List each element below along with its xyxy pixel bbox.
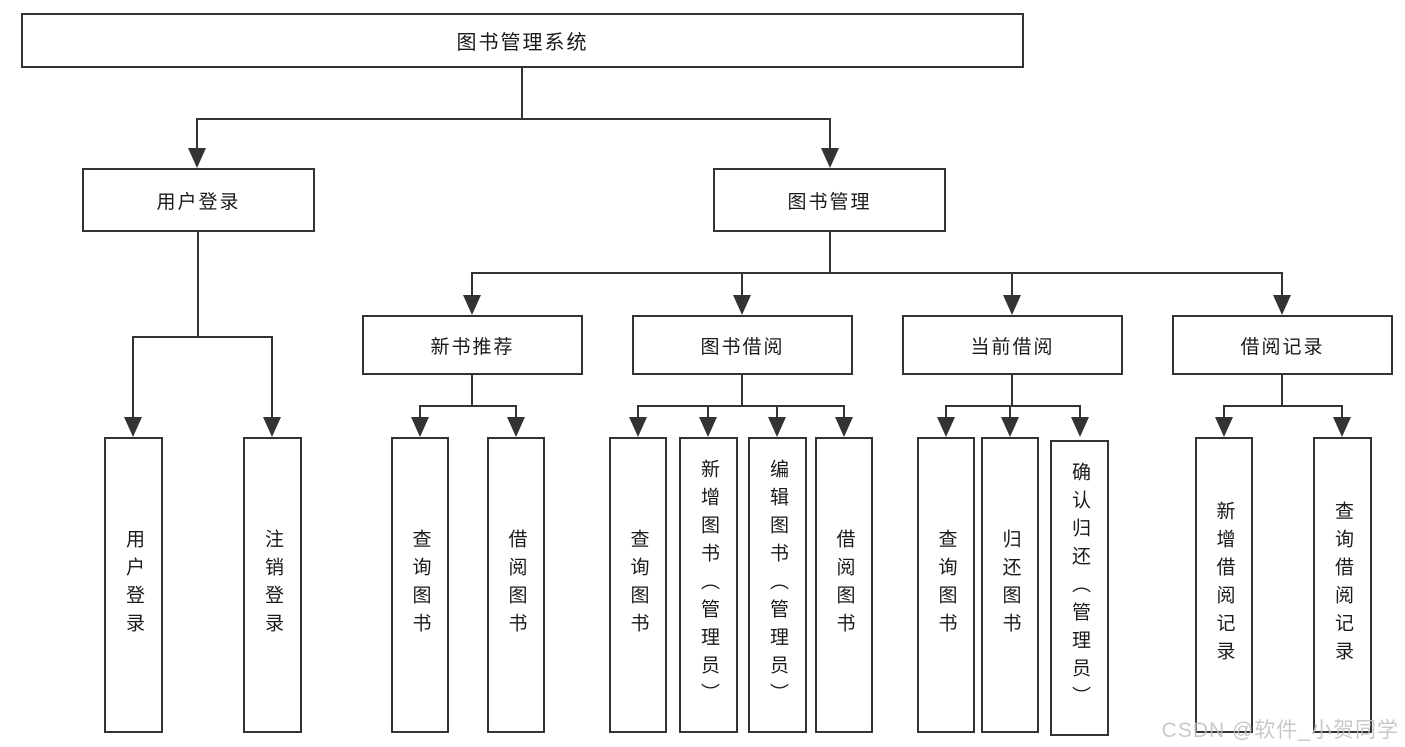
- connector-line: [419, 405, 421, 419]
- leaf-add-book-admin: 新增图书（管理员）: [679, 437, 738, 733]
- connector-line: [471, 272, 1283, 274]
- leaf-label: 编辑图书（管理员）: [767, 459, 788, 711]
- connector-line: [843, 405, 845, 419]
- connector-line: [1281, 375, 1283, 407]
- connector-line: [1281, 272, 1283, 298]
- leaf-query-borrow-record: 查询借阅记录: [1313, 437, 1372, 733]
- connector-line: [521, 68, 523, 119]
- arrow-down-icon: [124, 417, 142, 437]
- arrow-down-icon: [1273, 295, 1291, 315]
- connector-line: [741, 375, 743, 407]
- leaf-borrow-books-recommend: 借阅图书: [487, 437, 545, 733]
- watermark: CSDN @软件_小贺同学: [1161, 719, 1399, 742]
- leaf-label: 新增借阅记录: [1213, 501, 1235, 669]
- leaf-label: 归还图书: [999, 529, 1021, 641]
- arrow-down-icon: [188, 148, 206, 168]
- leaf-label: 新增图书（管理员）: [698, 459, 719, 711]
- arrow-down-icon: [835, 417, 853, 437]
- node-borrow-records: 借阅记录: [1172, 315, 1393, 375]
- leaf-user-login: 用户登录: [104, 437, 163, 733]
- connector-line: [1223, 405, 1225, 419]
- leaf-add-borrow-record: 新增借阅记录: [1195, 437, 1253, 733]
- connector-line: [196, 118, 198, 150]
- leaf-label: 确认归还（管理员）: [1069, 462, 1090, 714]
- leaf-query-books-current: 查询图书: [917, 437, 975, 733]
- leaf-edit-book-admin: 编辑图书（管理员）: [748, 437, 807, 733]
- connector-line: [776, 405, 778, 419]
- leaf-query-books-recommend: 查询图书: [391, 437, 449, 733]
- connector-line: [132, 336, 134, 419]
- node-new-book-recommend: 新书推荐: [362, 315, 583, 375]
- connector-line: [707, 405, 709, 419]
- leaf-query-books-borrow: 查询图书: [609, 437, 667, 733]
- arrow-down-icon: [768, 417, 786, 437]
- connector-line: [637, 405, 845, 407]
- arrow-down-icon: [1071, 417, 1089, 437]
- arrow-down-icon: [463, 295, 481, 315]
- connector-line: [1079, 405, 1081, 419]
- leaf-label: 查询借阅记录: [1332, 501, 1353, 669]
- arrow-down-icon: [1003, 295, 1021, 315]
- arrow-down-icon: [1215, 417, 1233, 437]
- connector-line: [1011, 375, 1013, 407]
- leaf-return-book: 归还图书: [981, 437, 1039, 733]
- leaf-label: 查询图书: [409, 529, 431, 641]
- arrow-down-icon: [1333, 417, 1351, 437]
- connector-line: [1341, 405, 1343, 419]
- arrow-down-icon: [937, 417, 955, 437]
- connector-line: [1011, 272, 1013, 298]
- leaf-label: 查询图书: [935, 529, 957, 641]
- node-current-borrow: 当前借阅: [902, 315, 1123, 375]
- connector-line: [829, 232, 831, 274]
- leaf-label: 查询图书: [627, 529, 649, 641]
- leaf-label: 借阅图书: [833, 529, 855, 641]
- arrow-down-icon: [411, 417, 429, 437]
- connector-line: [829, 118, 831, 150]
- connector-line: [1223, 405, 1343, 407]
- leaf-confirm-return-admin: 确认归还（管理员）: [1050, 440, 1109, 736]
- connector-line: [271, 336, 273, 419]
- connector-line: [471, 272, 473, 298]
- connector-line: [945, 405, 947, 419]
- leaf-label: 注销登录: [262, 529, 283, 641]
- node-user-login: 用户登录: [82, 168, 315, 232]
- arrow-down-icon: [507, 417, 525, 437]
- arrow-down-icon: [733, 295, 751, 315]
- leaf-label: 借阅图书: [505, 529, 527, 641]
- connector-line: [515, 405, 517, 419]
- connector-line: [419, 405, 517, 407]
- connector-line: [637, 405, 639, 419]
- node-root: 图书管理系统: [21, 13, 1024, 68]
- connector-line: [471, 375, 473, 407]
- arrow-down-icon: [263, 417, 281, 437]
- arrow-down-icon: [821, 148, 839, 168]
- connector-line: [945, 405, 1081, 407]
- node-book-borrow: 图书借阅: [632, 315, 853, 375]
- connector-line: [132, 336, 273, 338]
- node-book-management: 图书管理: [713, 168, 946, 232]
- arrow-down-icon: [699, 417, 717, 437]
- connector-line: [197, 232, 199, 338]
- arrow-down-icon: [1001, 417, 1019, 437]
- leaf-logout: 注销登录: [243, 437, 302, 733]
- connector-line: [741, 272, 743, 298]
- connector-line: [1009, 405, 1011, 419]
- arrow-down-icon: [629, 417, 647, 437]
- connector-line: [196, 118, 831, 120]
- leaf-label: 用户登录: [123, 529, 144, 641]
- leaf-borrow-books: 借阅图书: [815, 437, 873, 733]
